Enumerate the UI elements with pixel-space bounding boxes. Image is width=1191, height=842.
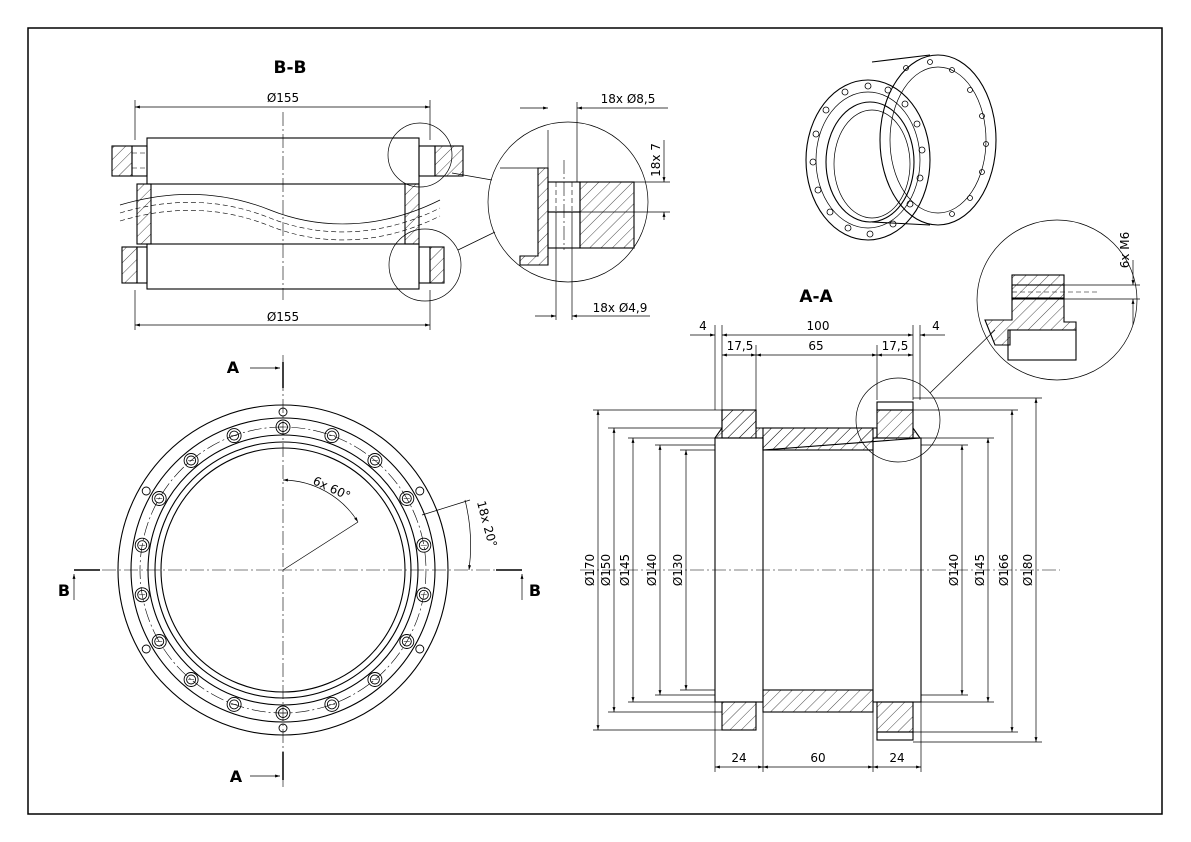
bolt-hole	[183, 453, 199, 468]
section-aa-title: A-A	[799, 287, 833, 307]
detail-bb-holes-bottom-label: 18x Ø4,9	[593, 301, 648, 315]
aa-w-right-label: 4	[932, 319, 940, 333]
aa-flange-left-label: 17,5	[727, 339, 754, 353]
detail-bb-holes-top-label: 18x Ø8,5	[601, 92, 656, 106]
thread-hole	[415, 486, 425, 496]
bolt-hole	[275, 705, 291, 721]
section-bb-title: B-B	[274, 58, 307, 78]
bolt-hole	[134, 587, 150, 603]
bolt-hole	[416, 587, 432, 603]
thread-hole	[278, 723, 288, 733]
sheet-border	[27, 27, 1163, 815]
aa-d166-label: Ø166	[997, 554, 1011, 586]
aa-total-label: 100	[807, 319, 830, 333]
aa-d145-left-label: Ø145	[618, 554, 632, 586]
detail-aa-thread-label: 6x M6	[1118, 232, 1132, 269]
section-bb-view: B-B Ø155	[111, 58, 464, 330]
cut-label-b-left: B	[58, 581, 70, 600]
bolt-hole	[367, 453, 383, 468]
bolt-hole	[226, 696, 242, 712]
aa-flange-right-label: 17,5	[882, 339, 909, 353]
aa-d180-label: Ø180	[1021, 554, 1035, 586]
bolt-hole	[183, 672, 199, 687]
bolt-hole	[324, 428, 340, 444]
bolt-hole	[134, 537, 150, 553]
cut-label-a-bottom: A	[230, 767, 243, 786]
front-view: A A B B 6x 60° 18x 20°	[58, 355, 541, 790]
bolt-hole	[226, 428, 242, 444]
aa-d140-right-label: Ø140	[947, 554, 961, 586]
detail-bb-depth-label: 18x 7	[649, 143, 663, 177]
bolt-hole	[399, 491, 415, 506]
thread-hole	[278, 407, 288, 417]
thread-hole	[141, 486, 151, 496]
bolt-hole	[275, 419, 291, 435]
detail-aa-view: 6x M6	[976, 219, 1140, 381]
angle-outer-label: 18x 20°	[474, 499, 500, 548]
bolt-hole	[324, 696, 340, 712]
aa-d130-label: Ø130	[671, 554, 685, 586]
aa-d150-label: Ø150	[599, 554, 613, 586]
bolt-hole	[151, 634, 167, 649]
aa-w-left-label: 4	[699, 319, 707, 333]
thread-hole	[415, 644, 425, 654]
aa-d170-label: Ø170	[583, 554, 597, 586]
isometric-view	[805, 54, 997, 241]
bolt-hole-pattern	[134, 407, 432, 733]
bb-bottom-diameter-label: Ø155	[267, 310, 299, 324]
thread-hole	[141, 644, 151, 654]
aa-bottom-right-label: 24	[889, 751, 904, 765]
cut-label-a-top: A	[227, 358, 240, 377]
bb-top-diameter-label: Ø155	[267, 91, 299, 105]
aa-bottom-left-label: 24	[731, 751, 746, 765]
bolt-hole	[416, 537, 432, 553]
aa-bottom-mid-label: 60	[810, 751, 825, 765]
bolt-hole	[367, 672, 383, 687]
aa-d145-right-label: Ø145	[973, 554, 987, 586]
aa-middle-label: 65	[808, 339, 823, 353]
bolt-hole	[399, 634, 415, 649]
angle-inner-label: 6x 60°	[311, 474, 353, 504]
detail-bb-view: 18x Ø8,5 18x 7 18x Ø4,9	[451, 92, 670, 320]
cut-label-b-right: B	[529, 581, 541, 600]
section-aa-view: A-A 4 100 4 17,5 65 17,5	[580, 287, 1060, 772]
aa-d140-left-label: Ø140	[645, 554, 659, 586]
bolt-hole	[151, 491, 167, 506]
